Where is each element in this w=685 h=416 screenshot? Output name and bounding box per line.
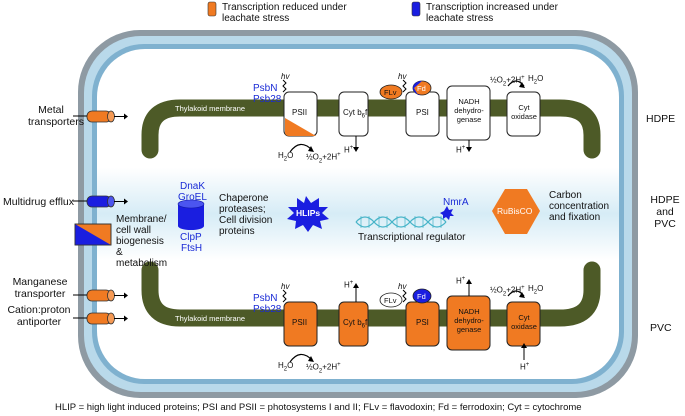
psii-top-label: PSII (292, 108, 308, 117)
multidrug-efflux-icon (86, 195, 128, 208)
flv-top-badge (379, 84, 403, 100)
light-bottom-psi-icon (402, 289, 407, 303)
legend-increased-swatch (411, 1, 421, 17)
hplus-top-ndh: H+ (456, 145, 466, 155)
nmra-star-icon (440, 206, 454, 220)
h2o-bottom-cytox-label: H2O (528, 284, 544, 296)
rubisco-hexagon-icon (492, 189, 540, 234)
cytb6f-top-complex (338, 91, 369, 137)
chaperone-label: Chaperone proteases; Cell division prote… (219, 193, 273, 237)
membrane-biogenesis-icon (74, 223, 112, 246)
psii-bottom-complex (283, 301, 318, 347)
cytb6f-top-label: Cyt b6f (343, 108, 368, 120)
o2-bottom-label: ½O2+2H+ (306, 362, 341, 375)
fd-top-label: Fd (417, 84, 426, 93)
hdpe-pvc-label: HDPE and PVC (650, 194, 680, 230)
flv-bottom-badge (379, 292, 403, 308)
light-top-psii-icon (282, 79, 287, 93)
rubisco-label: RuBisCO (497, 206, 533, 216)
ftsh-label: FtsH (181, 243, 203, 254)
ndh-bottom-label: NADH dehydro- genase (454, 307, 484, 334)
psbn-top-label: PsbN (253, 83, 278, 94)
dna-helix-icon (355, 216, 447, 228)
light-bottom-psii-icon (282, 289, 287, 303)
o2-top-cytox-label: ½O2+2H+ (490, 75, 525, 88)
psii-top-complex (283, 91, 318, 137)
hlips-burst-icon (287, 196, 329, 232)
ndh-top-label: NADH dehydro- genase (454, 97, 484, 124)
cytox-bottom-label: Cyt oxidase (511, 313, 537, 331)
light-top-psi-icon (402, 79, 407, 93)
hv-bottom-psi: hv (398, 282, 407, 291)
hv-top-psi: hv (398, 72, 407, 81)
psi-bottom-label: PSI (416, 318, 429, 327)
metal-transporter-icon (86, 110, 128, 123)
legend-increased-label: Transcription increased under leachate s… (426, 2, 558, 24)
multidrug-efflux-label: Multidrug efflux (3, 196, 75, 208)
o2-top-label: ½O2+2H+ (306, 152, 341, 165)
psb28-bottom-label: Psb28 (253, 304, 282, 315)
fd-top-badge (412, 80, 432, 96)
manganese-transporter-label: Manganese transporter (12, 276, 68, 300)
hv-top-psii: hv (281, 72, 290, 81)
cation-antiporter-label: Cation:proton antiporter (7, 304, 71, 328)
psb28-top-label: Psb28 (253, 94, 282, 105)
thylakoid-top (141, 99, 601, 159)
psi-top-label: PSI (416, 108, 429, 117)
cytb6f-bottom-label: Cyt b6f (343, 318, 368, 330)
membrane-biogenesis-label: Membrane/ cell wall biogenesis & metabol… (116, 214, 168, 269)
hdpe-label: HDPE (646, 113, 676, 125)
legend-reduced-label: Transcription reduced under leachate str… (222, 2, 347, 24)
hplus-bottom-ndh: H+ (456, 276, 466, 286)
o2-bottom-cytox-label: ½O2+2H+ (490, 285, 525, 298)
fd-bottom-label: Fd (417, 292, 426, 301)
chaperone-barrel-icon (177, 199, 205, 230)
thylakoid-bottom (141, 261, 601, 327)
legend-reduced-swatch (207, 1, 217, 17)
flv-top-label: FLv (384, 88, 397, 97)
cytox-top-label: Cyt oxidase (511, 103, 537, 121)
hplus-bottom-cyt: H+ (344, 280, 354, 290)
fd-bottom-badge (412, 288, 432, 304)
hplus-top-cyt: H+ (344, 145, 354, 155)
h2o-top-label: H2O (278, 151, 294, 163)
h2o-top-cytox-label: H2O (528, 74, 544, 86)
hv-bottom-psii: hv (281, 282, 290, 291)
metal-transporters-label: Metal transporters (28, 104, 85, 128)
clpp-label: ClpP (180, 232, 202, 243)
flv-bottom-label: FLv (384, 296, 397, 305)
pvc-label: PVC (650, 322, 672, 334)
cation-antiporter-icon (86, 312, 128, 325)
dnak-label: DnaK (180, 181, 206, 192)
psbn-bottom-label: PsbN (253, 293, 278, 304)
cytb6f-bottom-complex (338, 301, 369, 347)
regulator-label: Transcriptional regulator (358, 232, 466, 243)
groel-label: GroEL (178, 192, 207, 203)
thylakoid-top-label: Thylakoid membrane (175, 104, 246, 113)
psii-bottom-label: PSII (292, 318, 308, 327)
nmra-label: NmrA (443, 197, 469, 208)
h2o-bottom-label: H2O (278, 361, 294, 373)
carbon-label: Carbon concentration and fixation (549, 190, 610, 223)
footer-caption: HLIP = high light induced proteins; PSI … (55, 402, 582, 413)
hplus-bottom-cytox: H+ (520, 362, 530, 372)
cytox-top-complex (506, 91, 541, 137)
thylakoid-bottom-label: Thylakoid membrane (175, 314, 246, 323)
hlips-label: HLIPs (296, 208, 321, 218)
